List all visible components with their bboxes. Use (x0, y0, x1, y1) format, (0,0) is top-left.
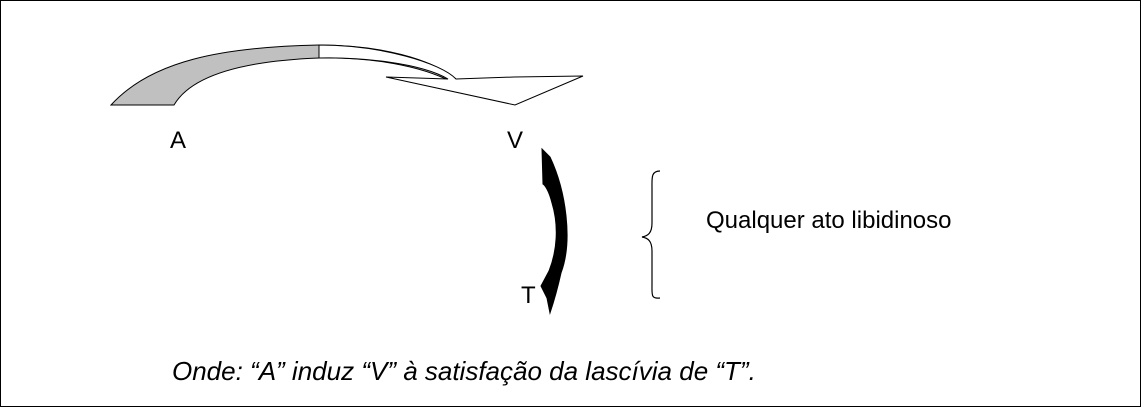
brace-label: Qualquer ato libidinoso (706, 207, 952, 234)
diagram-caption: Onde: “A” induz “V” à satisfação da lasc… (172, 356, 756, 386)
arrow-v-to-t (540, 147, 568, 315)
curly-brace (641, 170, 661, 299)
node-label-a: A (170, 127, 187, 154)
node-label-t: T (521, 282, 536, 309)
arc-arrow-a-to-v (109, 44, 458, 106)
arc-arrow-head (318, 44, 584, 106)
node-label-v: V (507, 127, 524, 154)
